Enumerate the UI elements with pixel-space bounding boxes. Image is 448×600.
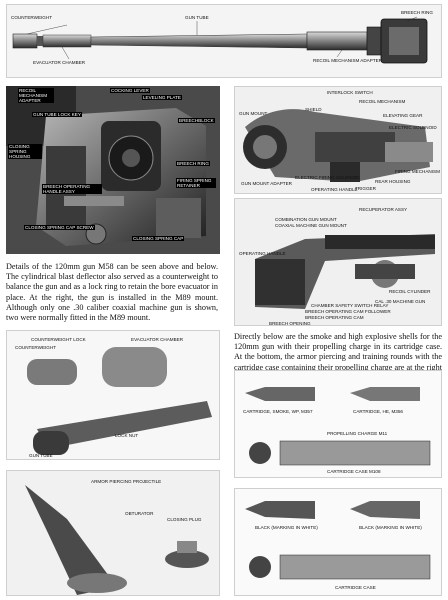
label-bottom-7: BREECH OPERATING CAM bbox=[305, 315, 364, 320]
label-top-11: ELECTRIC FIRING SOLENOID bbox=[295, 175, 360, 180]
label-breech-ring: BREECH RING bbox=[401, 10, 433, 15]
label-apd-1: BLACK (MARKING IN WHITE) bbox=[359, 525, 422, 530]
label-breechblock: BREECHBLOCK bbox=[178, 118, 215, 123]
label-evacuator-chamber: EVACUATOR CHAMBER bbox=[33, 60, 86, 65]
ap-projectile-photo: ARMOR PIERCING PROJECTILE OBTURATOR CLOS… bbox=[6, 470, 220, 596]
label-bottom-0: RECUPERATOR ASSY bbox=[359, 207, 408, 212]
label-recoil-adapter: RECOIL MECHANISM ADAPTER bbox=[313, 58, 383, 63]
ammo-ap-illustration bbox=[235, 489, 441, 595]
label-top-2: GUN MOUNT bbox=[239, 111, 268, 116]
label-top-0: INTERLOCK SWITCH bbox=[327, 90, 373, 95]
label-closing-spring-housing: CLOSING SPRING HOUSING bbox=[8, 144, 42, 159]
label-top-5: SHIELD bbox=[305, 107, 322, 112]
mount-illustration-bottom bbox=[235, 199, 441, 325]
label-gun-tube-lock-key: GUN TUBE LOCK KEY bbox=[32, 112, 82, 117]
evacuator-drawing: COUNTERWEIGHT LOCK COUNTERWEIGHT EVACUAT… bbox=[6, 330, 220, 460]
gun-tube-drawing: COUNTERWEIGHT GUN TUBE BREECH RING EVACU… bbox=[6, 4, 442, 78]
ap-projectile-illustration bbox=[7, 471, 219, 595]
label-top-1: RECOIL MECHANISM bbox=[359, 99, 406, 104]
label-ev-0: COUNTERWEIGHT LOCK bbox=[31, 337, 86, 342]
label-he-2: PROPELLING CHARGE M11 bbox=[327, 431, 388, 436]
label-bottom-9: BREECH OPENING bbox=[269, 321, 311, 326]
gun-tube-illustration bbox=[12, 16, 428, 64]
gun-tube bbox=[90, 33, 308, 49]
label-closing-spring-cap: CLOSING SPRING CAP bbox=[132, 236, 185, 241]
label-apd-0: BLACK (MARKING IN WHITE) bbox=[255, 525, 318, 530]
label-ev-4: LOCK NUT bbox=[115, 433, 139, 438]
label-he-0: CARTRIDGE, SMOKE, WP, M357 bbox=[243, 409, 313, 414]
evacuator-chamber bbox=[42, 34, 92, 48]
label-counterweight: COUNTERWEIGHT bbox=[11, 15, 53, 20]
label-bottom-2: COAXIAL MACHINE GUN MOUNT bbox=[275, 223, 347, 228]
label-top-10: GUN MOUNT ADAPTER bbox=[241, 181, 292, 186]
label-top-6: FIRING MECHANISM bbox=[395, 169, 440, 174]
label-closing-spring-cap-screw: CLOSING SPRING CAP SCREW bbox=[24, 225, 95, 230]
mount-illustration-top bbox=[235, 87, 441, 193]
counterweight bbox=[12, 33, 38, 49]
label-bottom-8: CAL .30 MACHINE GUN bbox=[375, 299, 426, 304]
label-bottom-4: OPERATING HANDLE bbox=[239, 251, 286, 256]
label-recoil-adapter: RECOIL MECHANISM ADAPTER bbox=[18, 88, 54, 103]
label-gun-tube: GUN TUBE bbox=[185, 15, 209, 20]
label-ap-1: OBTURATOR bbox=[125, 511, 154, 516]
label-ev-2: EVACUATOR CHAMBER bbox=[131, 337, 184, 342]
label-cocking-lever: COCKING LEVER bbox=[110, 88, 150, 93]
label-apd-2: CARTRIDGE CASE bbox=[335, 585, 376, 590]
label-bottom-6: BREECH OPERATING CAM FOLLOWER bbox=[305, 309, 391, 314]
label-leveling-plate: LEVELING PLATE bbox=[142, 95, 182, 100]
mount-photo-bottom: RECUPERATOR ASSY COMBINATION GUN MOUNT C… bbox=[234, 198, 442, 326]
label-ev-3: GUN TUBE bbox=[29, 453, 53, 458]
label-top-3: ELEVATING GEAR bbox=[383, 113, 423, 118]
label-ev-1: COUNTERWEIGHT bbox=[15, 345, 57, 350]
label-top-9: OPERATING HANDLE bbox=[311, 187, 358, 192]
label-breech-ring: BREECH RING bbox=[176, 161, 210, 166]
label-ap-0: ARMOR PIERCING PROJECTILE bbox=[91, 479, 162, 484]
label-he-1: CARTRIDGE, HE, M356 bbox=[353, 409, 403, 414]
label-top-8: TRIGGER bbox=[355, 186, 376, 191]
label-bottom-5: CHAMBER SAFETY SWITCH RELAY bbox=[311, 303, 389, 308]
ammo-he-illustration bbox=[235, 371, 441, 477]
label-firing-spring-retainer: FIRING SPRING RETAINER bbox=[176, 178, 216, 188]
label-ap-2: CLOSING PLUG bbox=[167, 517, 202, 522]
label-breech-operating-handle: BREECH OPERATING HANDLE ASSY bbox=[42, 184, 102, 194]
ammo-ap-drawing: BLACK (MARKING IN WHITE) BLACK (MARKING … bbox=[234, 488, 442, 596]
label-top-7: REAR HOUSING bbox=[375, 179, 411, 184]
label-top-4: ELECTRIC SOLENOID bbox=[389, 125, 437, 130]
mount-photo-top: INTERLOCK SWITCH RECOIL MECHANISM GUN MO… bbox=[234, 86, 442, 194]
breech-photo: RECOIL MECHANISM ADAPTER COCKING LEVER L… bbox=[6, 86, 220, 254]
caption-left: Details of the 120mm gun M58 can be seen… bbox=[6, 262, 218, 323]
evacuator-illustration bbox=[7, 331, 219, 459]
label-bottom-1: COMBINATION GUN MOUNT bbox=[275, 217, 337, 222]
ammo-he-drawing: CARTRIDGE, SMOKE, WP, M357 CARTRIDGE, HE… bbox=[234, 370, 442, 478]
label-bottom-3: RECOIL CYLINDER bbox=[389, 289, 431, 294]
label-he-3: CARTRIDGE CASE M108 bbox=[327, 469, 381, 474]
